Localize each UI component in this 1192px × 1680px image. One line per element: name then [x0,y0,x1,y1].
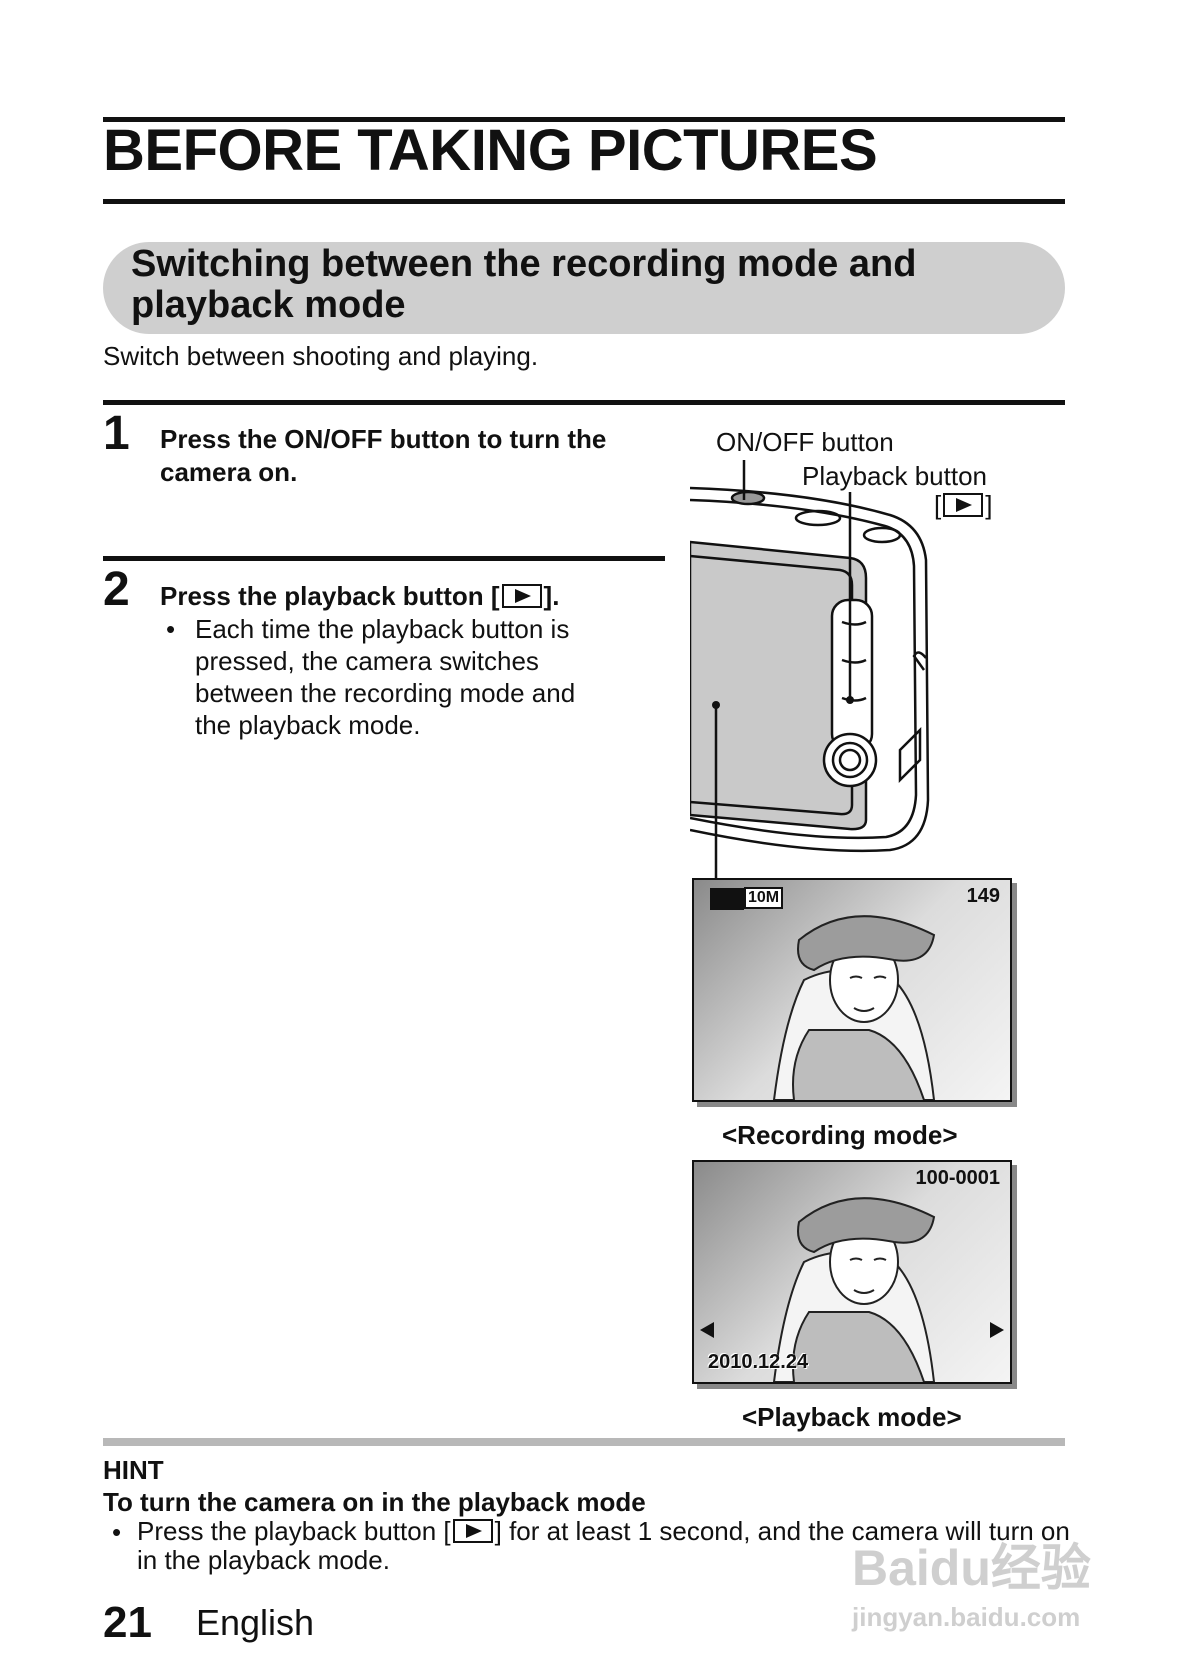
bracket-open: [ [934,490,942,520]
step-2-text-after: ]. [543,581,560,611]
step-2-number: 2 [103,563,130,616]
portrait-illustration [772,915,936,1100]
shots-remaining: 149 [966,885,1000,907]
file-number: 100-0001 [915,1167,1000,1189]
step-2-text: Press the playback button []. [160,580,640,613]
recording-screen: 10M 149 [692,878,1012,1102]
hint-heading: HINT [103,1455,164,1485]
playback-button-icon [943,493,984,517]
section-title: Switching between the recording mode and… [131,243,917,326]
recording-mode-caption: <Recording mode> [722,1120,958,1150]
hint-text: Press the playback button [] for at leas… [137,1517,1077,1575]
image-size-indicator: 10M [744,887,784,909]
watermark-url: jingyan.baidu.com [852,1602,1081,1632]
page-number: 21 [103,1598,152,1647]
playback-button-symbol: [] [934,490,992,521]
steps-rule [103,400,1065,405]
next-arrow-icon [990,1322,1004,1338]
page-title: BEFORE TAKING PICTURES [103,118,878,183]
step-1-number: 1 [103,407,130,460]
camera-mode-icon [710,888,744,910]
step-divider [103,556,665,561]
portrait-illustration [772,1197,936,1382]
watermark: Baidu经验 jingyan.baidu.com [852,1540,1091,1633]
playback-button-label: Playback button [802,461,988,491]
title-underline [103,199,1065,204]
hint-text-after: ] for at least 1 second, and the camera … [137,1516,1070,1575]
step-2-text-before: Press the playback button [ [160,581,500,611]
playback-mode-caption: <Playback mode> [742,1402,962,1432]
page-language: English [196,1602,315,1643]
bracket-close: ] [985,490,993,520]
hint-subheading: To turn the camera on in the playback mo… [103,1487,646,1517]
intro-text: Switch between shooting and playing. [103,341,539,371]
top-rule [103,117,1065,122]
onoff-button-label: ON/OFF button [716,427,894,457]
playback-screen: 100-0001 2010.12.24 [692,1160,1012,1384]
camera-illustration [690,486,930,853]
previous-arrow-icon [700,1322,714,1338]
hint-text-before: Press the playback button [ [137,1516,451,1546]
step-1-text: Press the ON/OFF button to turn the came… [160,424,607,487]
watermark-brand: Baidu经验 [852,1540,1091,1596]
hint-bar [103,1438,1065,1446]
playback-button-icon [452,1519,493,1543]
section-banner [103,242,1065,334]
step-2-bullet-marker: • [166,614,176,644]
step-2-bullet-text: Each time the playback button is pressed… [195,614,576,740]
hint-bullet-marker: • [112,1517,122,1547]
capture-date: 2010.12.24 [708,1351,809,1373]
playback-button-icon [501,584,542,608]
